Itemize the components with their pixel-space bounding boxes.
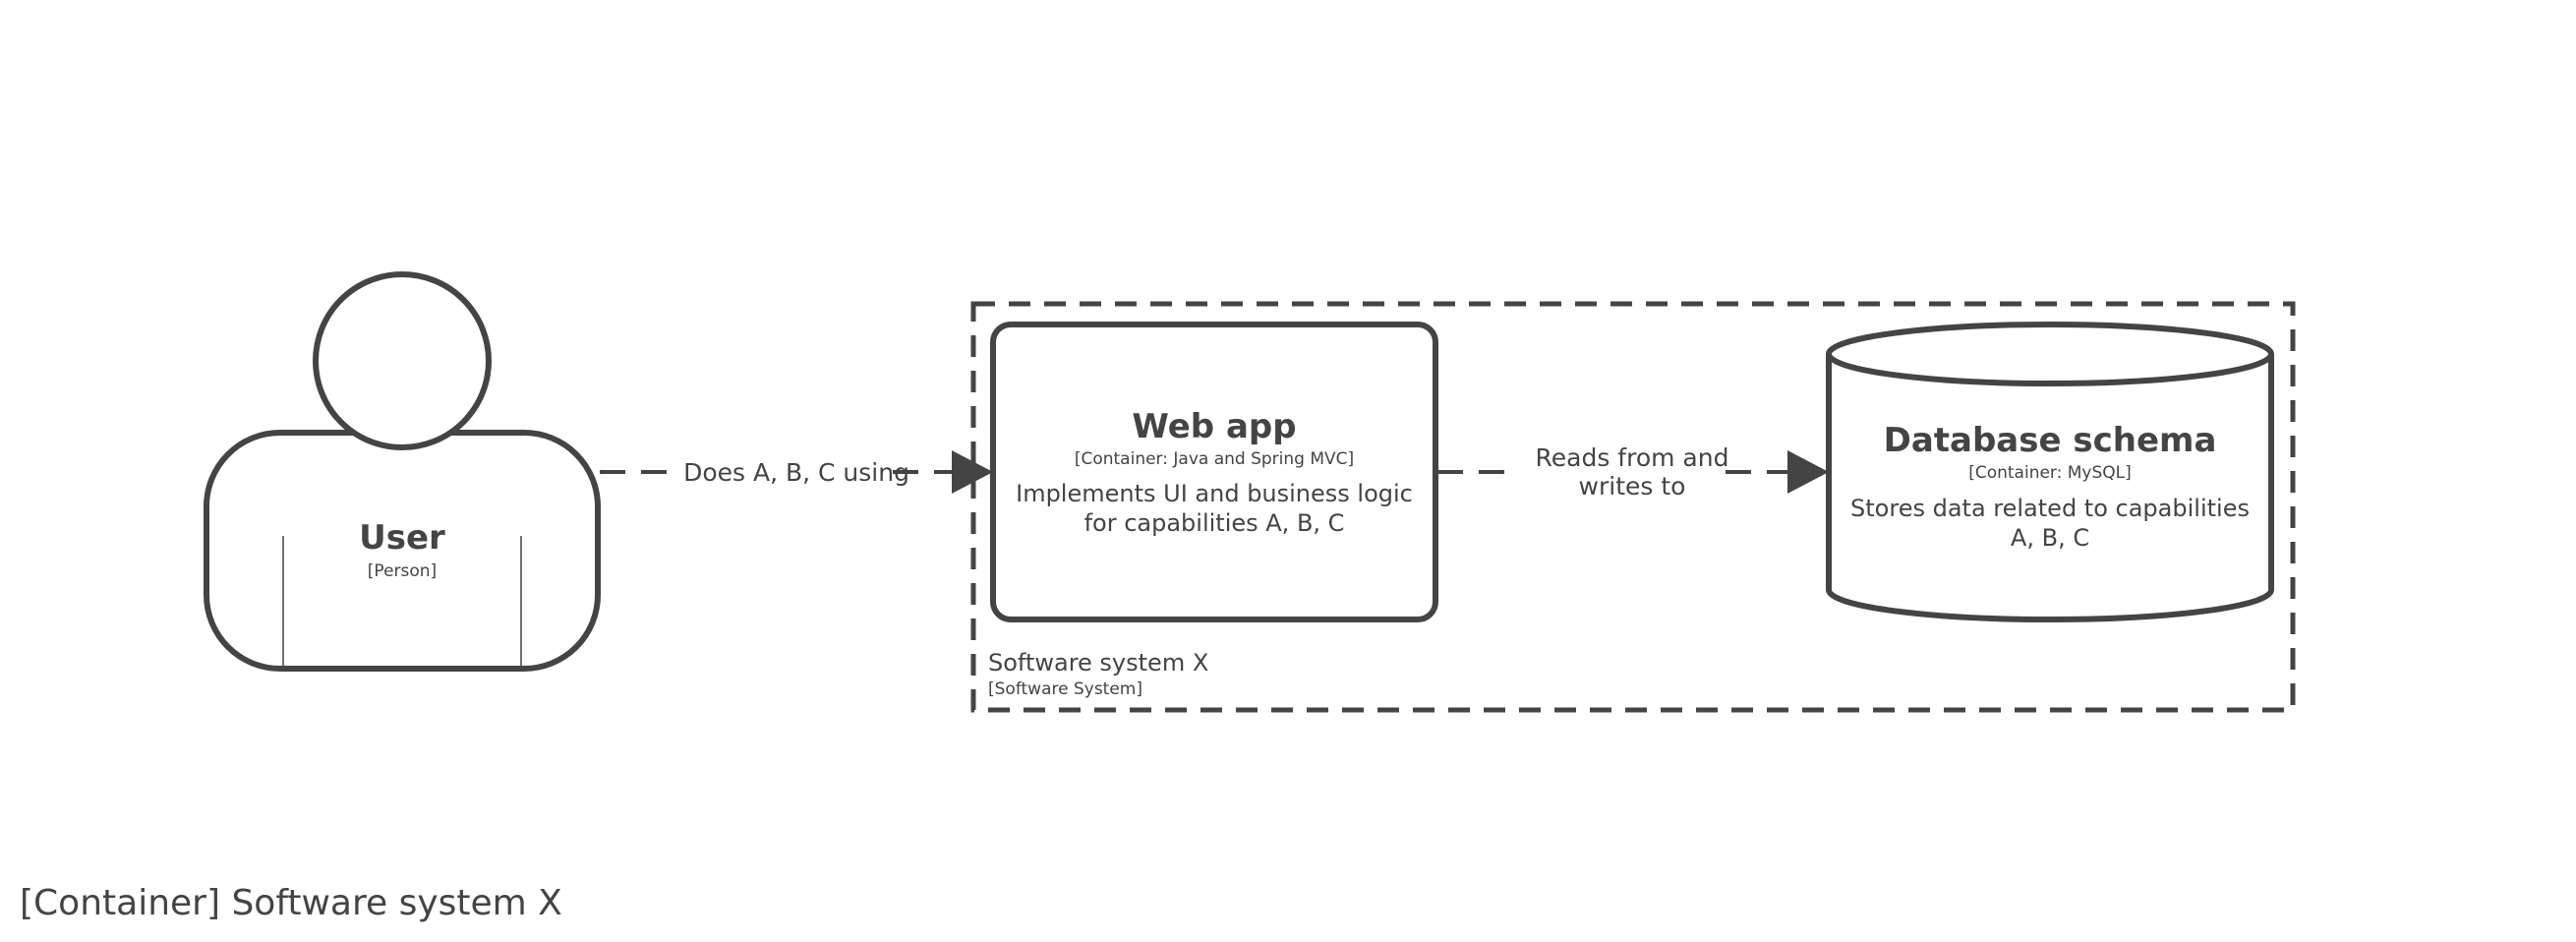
person-body-shape — [204, 430, 601, 672]
web-app-technology: [Container: Java and Spring MVC] — [1075, 449, 1354, 469]
database-name: Database schema — [1884, 421, 2217, 460]
web-app-description-line-2: for capabilities A, B, C — [1084, 509, 1345, 537]
view-title: [Container] Software system X — [20, 883, 562, 923]
arrowhead-icon — [952, 450, 993, 494]
database-cylinder-top — [1826, 322, 2274, 386]
relationship-label: Does A, B, C using — [683, 458, 909, 487]
web-app-description-line-1: Implements UI and business logic — [1016, 480, 1413, 507]
person-user[interactable]: User [Person] — [204, 271, 601, 672]
relationship-user-to-web-app[interactable]: Does A, B, C using — [600, 450, 993, 494]
database-description-line-2: A, B, C — [2011, 524, 2089, 552]
database-technology: [Container: MySQL] — [1968, 463, 2132, 483]
arrowhead-icon — [1787, 450, 1829, 494]
relationship-label-line-2: writes to — [1579, 472, 1686, 500]
relationship-web-app-to-database[interactable]: Reads from and writes to — [1437, 443, 1829, 500]
person-name: User — [359, 518, 445, 558]
container-database[interactable]: Database schema [Container: MySQL] Store… — [1826, 322, 2274, 622]
database-cylinder-body — [1826, 354, 2274, 622]
software-system-boundary[interactable]: Software system X [Software System] — [970, 301, 2296, 713]
web-app-box — [990, 322, 1438, 622]
container-web-app[interactable]: Web app [Container: Java and Spring MVC]… — [990, 322, 1438, 622]
boundary-type: [Software System] — [988, 679, 1142, 699]
web-app-name: Web app — [1132, 407, 1296, 446]
relationship-label-line-1: Reads from and — [1536, 443, 1729, 472]
person-type: [Person] — [368, 561, 437, 581]
person-head-shape — [313, 271, 492, 450]
boundary-name: Software system X — [988, 649, 1208, 677]
database-description-line-1: Stores data related to capabilities — [1850, 495, 2250, 522]
